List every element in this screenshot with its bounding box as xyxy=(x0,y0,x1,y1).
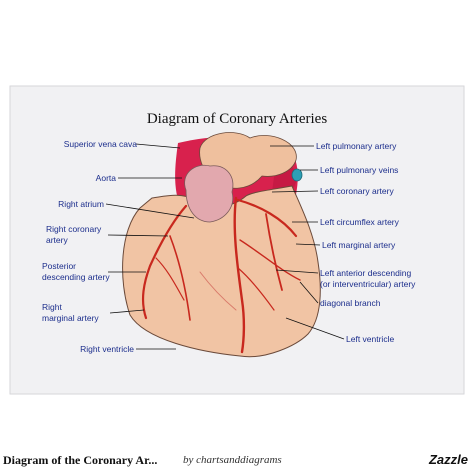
label-right-coronary: Right coronary xyxy=(46,224,102,234)
label-left-marginal: Left marginal artery xyxy=(322,240,396,250)
product-footer: Diagram of the Coronary Ar... by chartsa… xyxy=(0,449,474,471)
right-labels: Left pulmonary artery Left pulmonary vei… xyxy=(316,141,416,344)
left-labels: Superior vena cava Aorta Right atrium Ri… xyxy=(42,139,137,354)
label-right-coronary-2: artery xyxy=(46,235,68,245)
label-right-marginal-2: marginal artery xyxy=(42,313,99,323)
label-aorta: Aorta xyxy=(96,173,117,183)
label-lad-2: (or interventricular) artery xyxy=(320,279,416,289)
label-left-pulmonary-artery: Left pulmonary artery xyxy=(316,141,397,151)
diagram-title: Diagram of Coronary Arteries xyxy=(147,111,328,127)
pulmonary-vein-tip xyxy=(291,168,303,182)
label-right-marginal: Right xyxy=(42,302,62,312)
label-left-coronary-artery: Left coronary artery xyxy=(320,186,394,196)
label-diagonal-branch: diagonal branch xyxy=(320,298,381,308)
designer-byline-link[interactable]: by chartsanddiagrams xyxy=(183,454,282,466)
zazzle-logo[interactable]: Zazzle xyxy=(428,452,468,467)
coronary-poster: Diagram of Coronary Arteries xyxy=(9,85,465,395)
product-title-link[interactable]: Diagram of the Coronary Ar... xyxy=(3,453,158,467)
left-leader-lines xyxy=(105,143,195,350)
coronary-arteries xyxy=(141,196,301,354)
label-lad: Left anterior descending xyxy=(320,268,411,278)
right-atrium-shape xyxy=(184,164,234,223)
label-superior-vena-cava: Superior vena cava xyxy=(64,139,138,149)
label-right-ventricle: Right ventricle xyxy=(80,344,134,354)
label-right-atrium: Right atrium xyxy=(58,199,104,209)
label-left-circumflex: Left circumflex artery xyxy=(320,217,400,227)
label-left-pulmonary-veins: Left pulmonary veins xyxy=(320,165,398,175)
right-leader-lines xyxy=(270,145,345,340)
label-posterior-2: descending artery xyxy=(42,272,110,282)
label-posterior: Posterior xyxy=(42,261,76,271)
label-left-ventricle: Left ventricle xyxy=(346,334,394,344)
